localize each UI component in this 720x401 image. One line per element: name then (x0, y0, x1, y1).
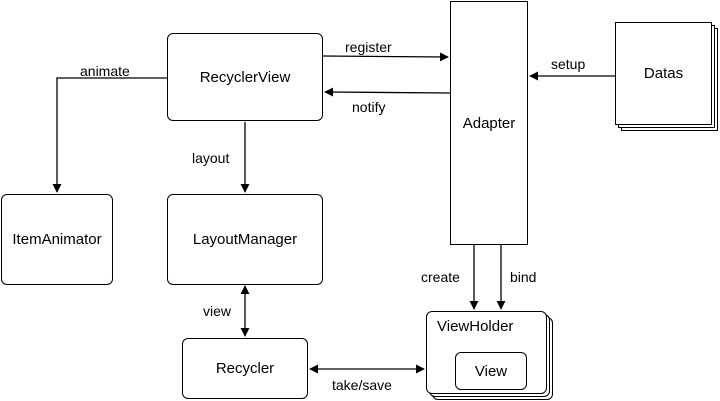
label-view: view (203, 303, 232, 319)
node-datas-label: Datas (643, 65, 684, 82)
node-recyclerview: RecyclerView (167, 33, 323, 121)
node-layoutmanager-label: LayoutManager (192, 231, 298, 248)
edge-notify (324, 87, 451, 97)
label-layout: layout (192, 150, 230, 166)
node-adapter-label: Adapter (462, 114, 516, 132)
label-create: create (421, 269, 460, 285)
node-recycler: Recycler (182, 338, 308, 399)
node-datas: Datas (615, 22, 712, 125)
node-adapter: Adapter (450, 1, 528, 245)
edge-register (322, 52, 449, 62)
node-view: View (455, 352, 527, 390)
label-setup: setup (551, 56, 586, 72)
label-bind: bind (510, 269, 537, 285)
label-take-save: take/save (332, 377, 392, 393)
node-viewholder-label: ViewHolder (437, 318, 514, 335)
node-recyclerview-label: RecyclerView (199, 68, 291, 86)
label-animate: animate (80, 63, 130, 79)
node-viewholder: ViewHolder View (426, 311, 547, 394)
node-recycler-label: Recycler (215, 360, 275, 377)
edge-animate (52, 77, 167, 193)
node-itemanimator: ItemAnimator (1, 194, 113, 285)
node-layoutmanager: LayoutManager (167, 194, 323, 285)
node-view-label: View (474, 362, 508, 380)
node-itemanimator-label: ItemAnimator (12, 231, 102, 248)
label-register: register (345, 39, 392, 55)
label-notify: notify (352, 99, 386, 115)
